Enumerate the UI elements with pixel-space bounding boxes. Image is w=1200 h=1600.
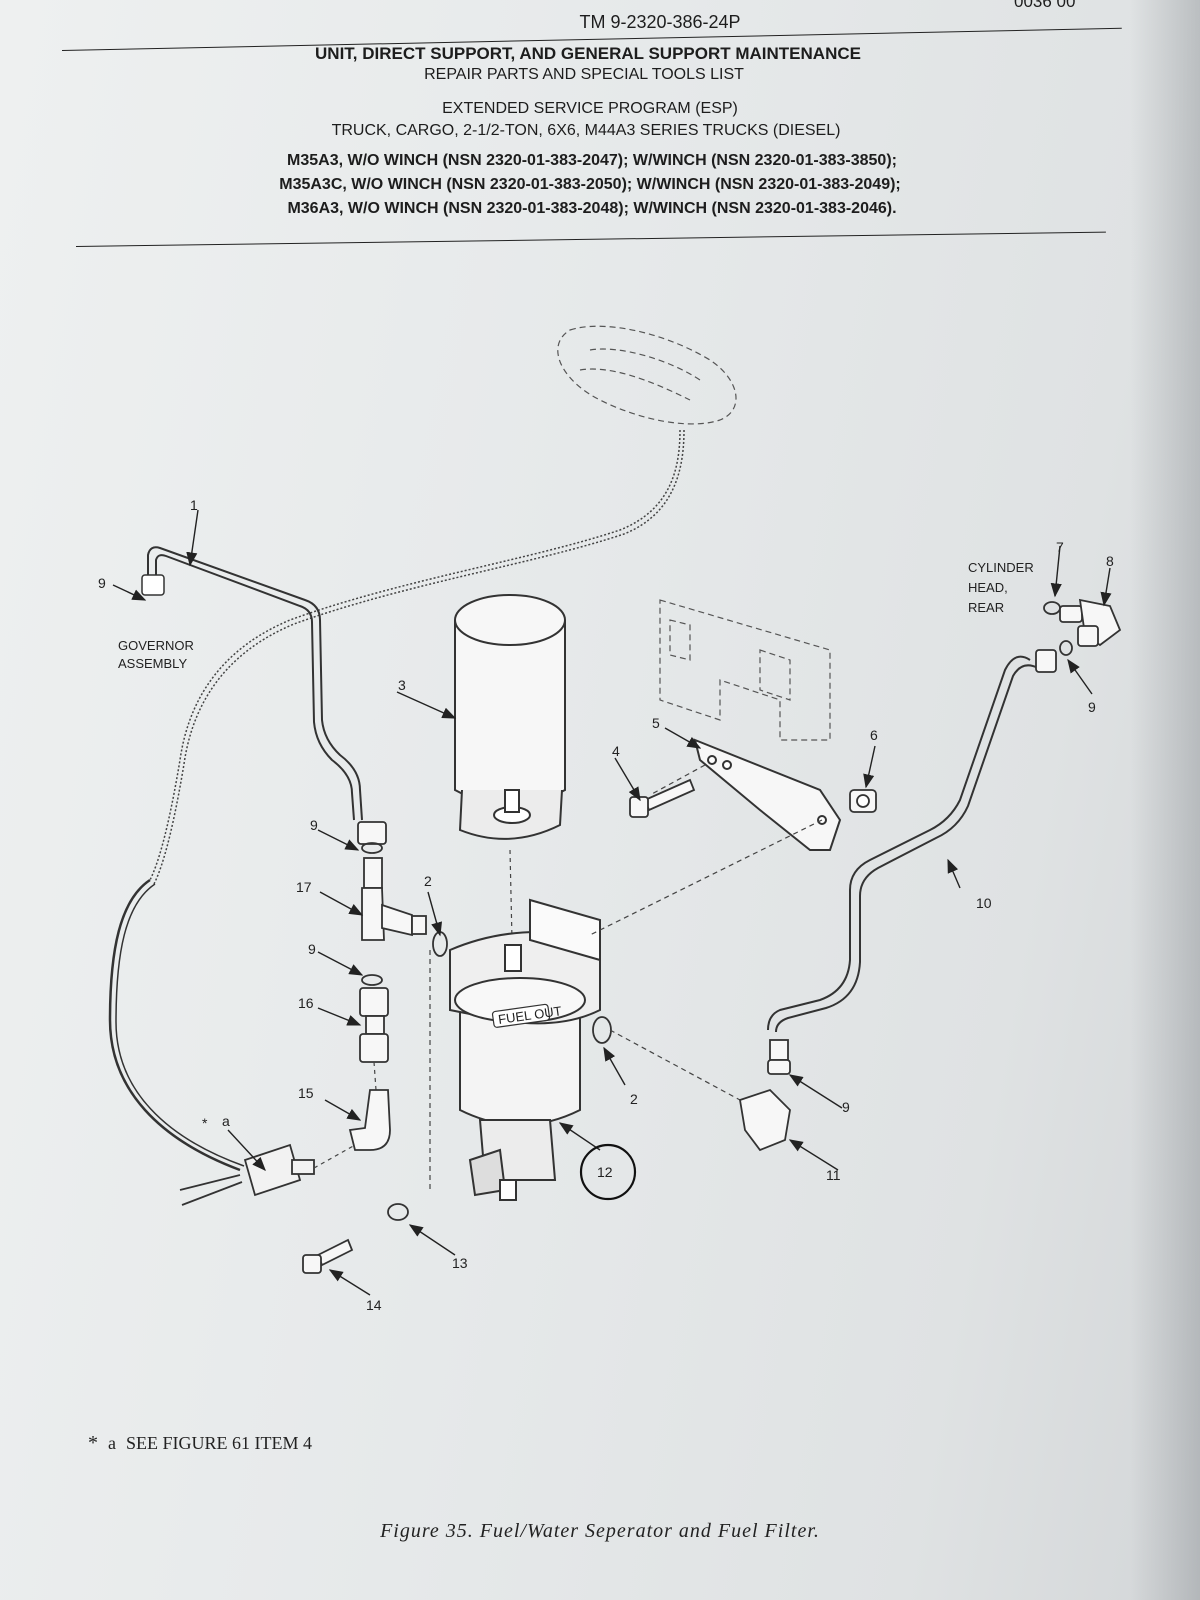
- governor-label-line1: GOVERNOR: [118, 638, 194, 653]
- callout-9-upper: 9: [310, 817, 318, 833]
- callout-5: 5: [652, 715, 660, 731]
- cylinder-head-label-line1: CYLINDER: [968, 560, 1034, 575]
- callout-2-upper: 2: [424, 873, 432, 889]
- callout-3: 3: [398, 677, 406, 693]
- fuel-tube-governor: [147, 546, 363, 821]
- footnote-letter: a: [108, 1433, 116, 1453]
- cylinder-head-fittings: [1035, 598, 1122, 673]
- callout-2-lower: 2: [630, 1091, 638, 1107]
- callout-12: 12: [597, 1164, 613, 1180]
- elbow-15: [348, 1089, 391, 1151]
- bolt-axis-line: [649, 764, 706, 796]
- callout-star: *: [202, 1115, 208, 1131]
- callout-16: 16: [298, 995, 314, 1011]
- outlet-axis-line: [609, 1029, 741, 1101]
- wiring-harness-line-2: [153, 429, 685, 885]
- elbow-11: [738, 1039, 791, 1152]
- fuel-tube-cylinder-head: [767, 655, 1039, 1033]
- fuel-filter-canister: [454, 594, 566, 840]
- callout-9-governor: 9: [98, 575, 106, 591]
- title-line-1: UNIT, DIRECT SUPPORT, AND GENERAL SUPPOR…: [315, 44, 861, 63]
- callout-numbers: 1 9 3 4 5 6 7 8 9 9 17 2 9 16 10 2 15 * …: [98, 497, 1114, 1313]
- bracket-axis-line: [589, 819, 823, 936]
- callout-9-lower: 9: [842, 1099, 850, 1115]
- callout-10: 10: [976, 895, 992, 911]
- tm-number: TM 9-2320-386-24P: [579, 12, 741, 32]
- separator-body: [449, 898, 601, 1201]
- wiring-harness-line: [149, 429, 681, 881]
- title-line-6: M35A3C, W/O WINCH (NSN 2320-01-383-2050)…: [279, 176, 901, 193]
- callout-4: 4: [612, 743, 620, 759]
- sensor-wire: [108, 878, 241, 1172]
- footnote: * a SEE FIGURE 61 ITEM 4: [88, 1432, 312, 1455]
- callout-13: 13: [452, 1255, 468, 1271]
- callout-6: 6: [870, 727, 878, 743]
- title-line-5: M35A3, W/O WINCH (NSN 2320-01-383-2047);…: [287, 152, 897, 169]
- sensor-wire-2: [115, 883, 245, 1167]
- title-line-2: REPAIR PARTS AND SPECIAL TOOLS LIST: [424, 66, 744, 83]
- page-number: 0036 00: [1014, 0, 1076, 11]
- page-edge-shadow: [1130, 0, 1200, 1600]
- callout-arrows: [112, 509, 1112, 1296]
- assembly-labels: GOVERNOR ASSEMBLY CYLINDER HEAD, REAR: [118, 560, 1034, 671]
- callout-a: a: [222, 1113, 230, 1129]
- callout-7: 7: [1056, 539, 1064, 555]
- tee-fitting: [357, 821, 427, 941]
- cylinder-head-bracket-ghost: [659, 599, 831, 741]
- callout-1: 1: [190, 497, 198, 513]
- figure-caption: Figure 35. Fuel/Water Seperator and Fuel…: [380, 1520, 820, 1542]
- title-line-7: M36A3, W/O WINCH (NSN 2320-01-383-2048);…: [287, 200, 897, 217]
- footnote-star: *: [88, 1432, 98, 1454]
- fitting-nut-governor: [141, 574, 165, 596]
- fuel-tank-ghost: [557, 325, 737, 425]
- callout-15: 15: [298, 1085, 314, 1101]
- callout-9-middle: 9: [308, 941, 316, 957]
- title-line-3: EXTENDED SERVICE PROGRAM (ESP): [442, 100, 738, 117]
- mounting-bracket: [693, 738, 842, 851]
- governor-label-line2: ASSEMBLY: [118, 656, 187, 671]
- bolt-14: [302, 1238, 354, 1274]
- callout-14: 14: [366, 1297, 382, 1313]
- nut-6: [849, 789, 877, 813]
- filter-axis-line: [509, 849, 513, 941]
- sensor-a: [179, 1143, 315, 1206]
- callout-11: 11: [826, 1167, 841, 1183]
- callout-9-cylinder: 9: [1088, 699, 1096, 715]
- title-line-4: TRUCK, CARGO, 2-1/2-TON, 6X6, M44A3 SERI…: [331, 122, 841, 139]
- sensor-axis-line: [313, 1144, 356, 1169]
- washer-13: [387, 1203, 409, 1221]
- adapter-axis-line: [373, 1061, 377, 1091]
- callout-17: 17: [296, 879, 312, 895]
- footnote-text: SEE FIGURE 61 ITEM 4: [126, 1433, 312, 1453]
- cylinder-head-label-line3: REAR: [968, 600, 1004, 615]
- callout-8: 8: [1106, 553, 1114, 569]
- callout-12-circle: [579, 1143, 637, 1201]
- bolt-4: [629, 778, 696, 818]
- cylinder-head-label-line2: HEAD,: [968, 580, 1008, 595]
- adapter-16: [359, 987, 389, 1063]
